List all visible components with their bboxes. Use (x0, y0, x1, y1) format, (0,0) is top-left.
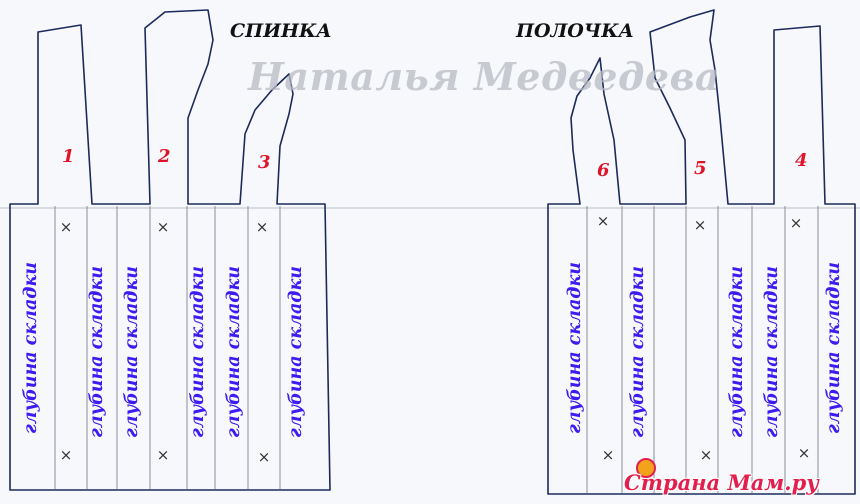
piece-number-2: 2 (158, 146, 171, 167)
back-piece (9, 9, 331, 491)
piece-number-1: 1 (62, 146, 75, 167)
x-mark-icon: × (60, 446, 73, 464)
x-mark-icon: × (602, 446, 615, 464)
fold-label-back-5: глубина складки (224, 265, 244, 439)
fold-label-back-4: глубина складки (188, 265, 208, 439)
piece-number-4: 4 (795, 150, 808, 171)
cross-marks: × × × × × × × × × × × × (60, 212, 811, 466)
fold-label-front-1: глубина складки (565, 261, 585, 435)
back-title: СПИНКА (230, 20, 332, 42)
x-mark-icon: × (597, 212, 610, 230)
fold-label-back-2: глубина складки (87, 265, 107, 439)
author-watermark: Наталья Медведева (248, 54, 721, 99)
x-mark-icon: × (157, 218, 170, 236)
fold-label-back-6: глубина складки (286, 265, 306, 439)
piece-number-3: 3 (258, 152, 271, 173)
back-piece-outline (9, 9, 331, 491)
site-watermark-suffix: .ру (784, 470, 819, 495)
piece-number-5: 5 (694, 158, 707, 179)
front-piece (547, 9, 856, 495)
fold-lines (54, 206, 819, 493)
front-title: ПОЛОЧКА (516, 20, 634, 42)
x-mark-icon: × (60, 218, 73, 236)
x-mark-icon: × (256, 218, 269, 236)
fold-label-front-3: глубина складки (727, 265, 747, 439)
fold-label-front-4: глубина складки (762, 265, 782, 439)
x-mark-icon: × (798, 444, 811, 462)
front-piece-outline (547, 9, 856, 495)
piece-number-6: 6 (597, 160, 610, 181)
fold-label-back-1: глубина складки (21, 261, 41, 435)
x-mark-icon: × (694, 216, 707, 234)
x-mark-icon: × (790, 214, 803, 232)
site-watermark: Страна Мам.ру (624, 470, 819, 495)
x-mark-icon: × (157, 446, 170, 464)
x-mark-icon: × (258, 448, 271, 466)
fold-label-front-5: глубина складки (824, 261, 844, 435)
fold-label-back-3: глубина складки (122, 265, 142, 439)
flower-icon (636, 458, 656, 478)
fold-label-front-2: глубина складки (628, 265, 648, 439)
x-mark-icon: × (700, 446, 713, 464)
site-watermark-name: Страна Мам (624, 470, 785, 495)
